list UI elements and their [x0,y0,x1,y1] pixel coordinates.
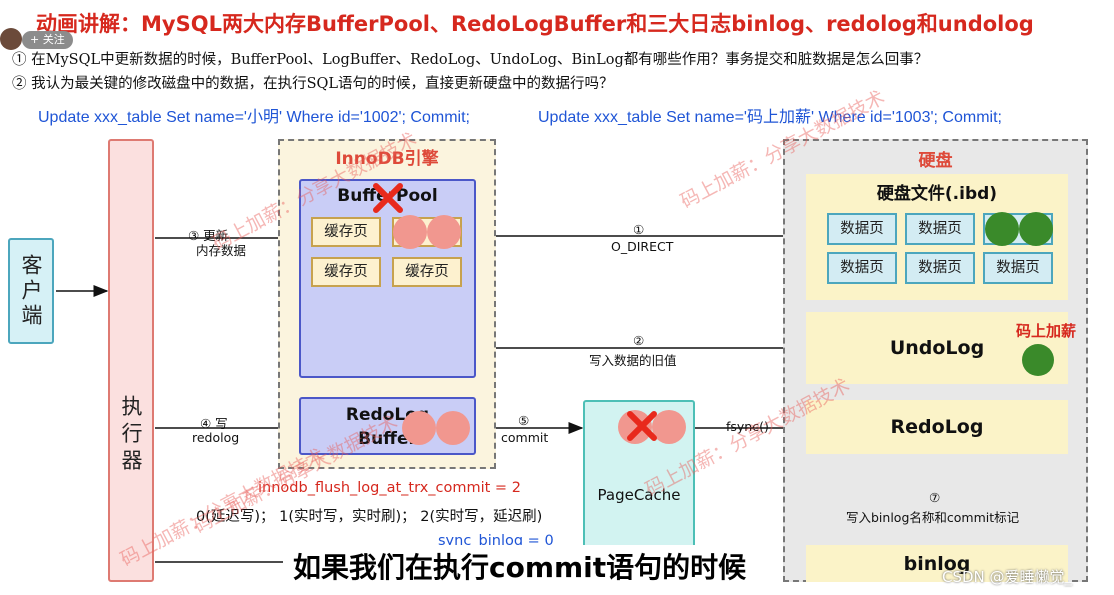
cache-page-4: 缓存页 [392,257,462,287]
sql-statement-1: Update xxx_table Set name='小明' Where id=… [38,109,470,126]
video-subtitle: 如果我们在执行commit语句的时候 [283,545,757,591]
data-page-1: 数据页 [827,213,897,245]
redolog-title: RedoLog [890,416,984,438]
client-box: 客户端 [8,238,54,344]
redolog-file [806,400,1068,454]
step1-num: ① [633,222,645,237]
executor-box: 执行器 [108,139,154,582]
undolog-ball [1022,344,1054,376]
dirty-data-ball [427,215,461,249]
disk-file-title: 硬盘文件(.ibd) [876,184,998,204]
flush-param-label: innodb_flush_log_at_trx_commit = 2 [258,480,521,496]
watermark-red: 码上加薪 [1016,322,1077,340]
pagecache-ball [652,410,686,444]
step2-label: 写入数据的旧值 [589,353,677,368]
step3-num: ③ 更新 [188,228,229,243]
flush-options-label: 0(延迟写)； 1(实时写，实时刷)； 2(实时写，延迟刷) [196,509,543,525]
step4-num: ④ 写 [200,416,228,431]
cache-page-1: 缓存页 [311,217,381,247]
data-page-5: 数据页 [905,252,975,284]
csdn-watermark: CSDN @爱睡懒觉_ [942,568,1073,586]
bufferpool-cross-icon [373,183,403,213]
question-2: ② 我认为最关键的修改磁盘中的数据，在执行SQL语句的时候，直接更新硬盘中的数据… [12,76,614,92]
redolog-buffer-ball [436,411,470,445]
step5-label: commit [501,430,549,445]
data-page-6: 数据页 [983,252,1053,284]
step5-num: ⑤ [518,413,530,428]
step7-num: ⑦ [929,490,941,505]
pagecache-cross-icon [627,411,657,441]
undolog-file [806,312,1068,384]
disk-title: 硬盘 [918,151,953,171]
data-page-2: 数据页 [905,213,975,245]
step1-label: O_DIRECT [611,239,674,254]
step2-num: ② [633,333,645,348]
data-page-4: 数据页 [827,252,897,284]
binlog-file [806,545,1068,582]
step7-label: 写入binlog名称和commit标记 [846,510,1020,525]
cache-page-3: 缓存页 [311,257,381,287]
disk-data-ball [985,212,1019,246]
author-avatar[interactable] [0,28,22,50]
step3-label: 内存数据 [196,243,247,258]
question-1: ① 在MySQL中更新数据的时候，BufferPool、LogBuffer、Re… [12,52,929,68]
follow-button[interactable]: + 关注 [22,31,73,49]
dirty-data-ball [393,215,427,249]
innodb-title: InnoDB引擎 [335,149,439,169]
pagecache-title: PageCache [597,486,681,504]
redolog-buffer-ball [402,411,436,445]
video-title: 动画讲解：MySQL两大内存BufferPool、RedoLogBuffer和三… [36,12,1034,36]
sql-statement-2: Update xxx_table Set name='码上加薪' Where i… [538,109,1002,126]
disk-data-ball [1019,212,1053,246]
fsync-label: fsync() [726,419,769,434]
binlog-title: binlog [903,553,971,575]
step4-label: redolog [192,430,240,445]
undolog-title: UndoLog [889,337,985,359]
